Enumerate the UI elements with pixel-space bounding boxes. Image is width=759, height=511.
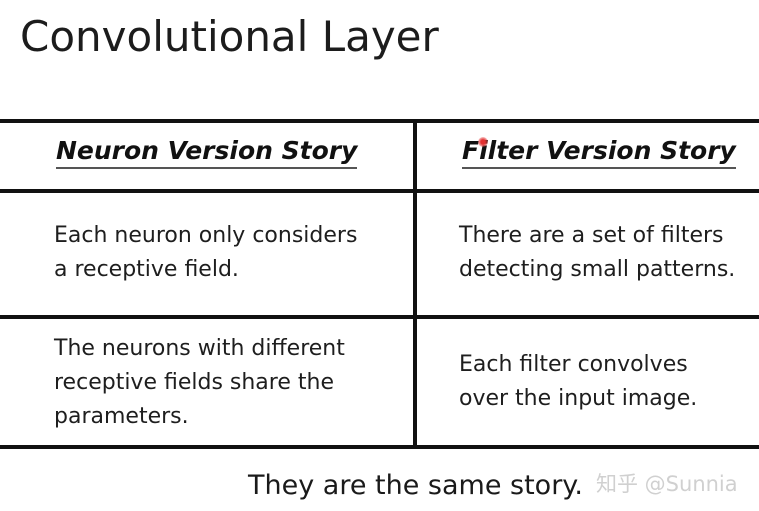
table-top-border bbox=[0, 119, 759, 123]
header-filter-version: Filter Version Story bbox=[462, 136, 736, 169]
cell-line: Each neuron only considers bbox=[54, 223, 358, 248]
row2-left-cell: The neurons with different receptive fie… bbox=[54, 332, 345, 434]
row2-right-cell: Each filter convolves over the input ima… bbox=[459, 348, 697, 416]
cell-line: receptive fields share the bbox=[54, 370, 334, 395]
cell-line: a receptive field. bbox=[54, 257, 239, 282]
slide-title: Convolutional Layer bbox=[20, 12, 439, 61]
row-divider bbox=[0, 315, 759, 319]
cell-line: The neurons with different bbox=[54, 336, 345, 361]
zhihu-watermark: 知乎 @Sunnia bbox=[596, 472, 738, 496]
laser-pointer-dot bbox=[478, 137, 488, 147]
header-neuron-version: Neuron Version Story bbox=[56, 136, 358, 169]
row1-left-cell: Each neuron only considers a receptive f… bbox=[54, 219, 357, 287]
cell-line: There are a set of filters bbox=[459, 223, 724, 248]
table-bottom-border bbox=[0, 445, 759, 449]
cell-line: Each filter convolves bbox=[459, 352, 688, 377]
header-bottom-border bbox=[0, 189, 759, 193]
cell-line: parameters. bbox=[54, 404, 189, 429]
footer-caption: They are the same story. bbox=[248, 470, 584, 501]
cell-line: detecting small patterns. bbox=[459, 257, 736, 282]
row1-right-cell: There are a set of filters detecting sma… bbox=[459, 219, 735, 287]
column-divider bbox=[413, 119, 417, 449]
cell-line: over the input image. bbox=[459, 386, 698, 411]
